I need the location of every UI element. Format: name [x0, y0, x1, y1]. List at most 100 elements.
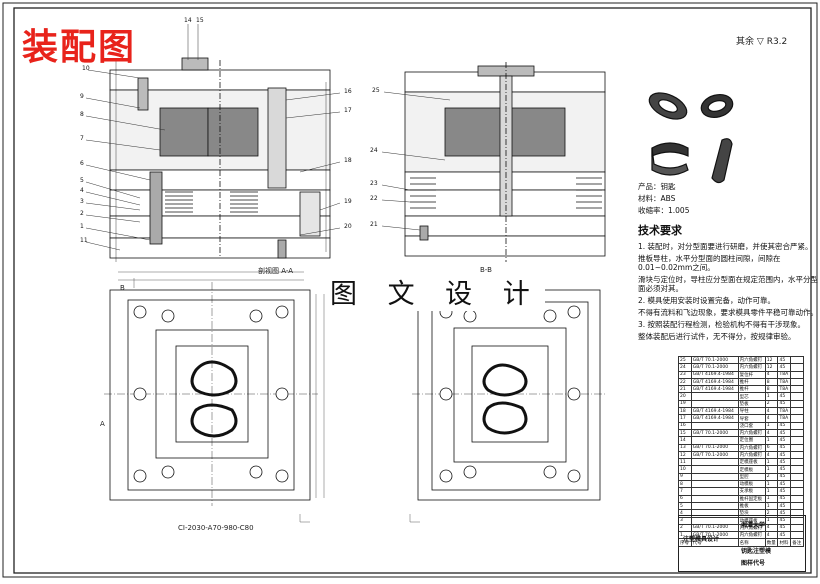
bom-cell: 内六角螺钉 — [737, 450, 766, 460]
bom-cell — [790, 355, 804, 365]
bolt-hole — [133, 387, 147, 401]
bom-cell — [690, 421, 739, 430]
bom-cell: 8 — [678, 480, 692, 489]
requirement-item: 整体装配后进行试件，无不得分，按规律审验。 — [638, 332, 796, 341]
bom-cell: 45 — [777, 443, 792, 452]
requirement-item: 1. 装配时，对分型面要进行研磨，并使其密合严紧。 — [638, 242, 813, 251]
bom-cell: GB/T 70.1-2000 — [690, 355, 739, 365]
material-line: 材料：ABS — [638, 194, 676, 203]
part-leader-number: 19 — [344, 198, 352, 205]
bom-cell: 垫板 — [737, 399, 766, 409]
bom-cell: 22 — [678, 377, 692, 387]
bom-cell: 24 — [678, 363, 692, 372]
bom-cell: GB/T 70.1-2000 — [690, 450, 739, 460]
bom-cell: GB/T 4169.4-1984 — [690, 385, 739, 394]
bom-cell: 推板 — [737, 501, 766, 511]
bom-cell: T8A — [777, 385, 792, 394]
bom-cell: 名称 — [737, 538, 766, 547]
bom-cell: 1 — [764, 501, 779, 511]
bom-cell — [790, 407, 804, 416]
bom-cell: 推杆固定板 — [737, 494, 766, 503]
bom-cell: 45 — [777, 494, 792, 503]
bom-cell: 1 — [764, 465, 779, 474]
roughness-value: R3.2 — [766, 37, 788, 47]
bolt-hole — [161, 309, 175, 323]
requirement-item: 滑块与定位时，导柱应分型面在规定范围内，水平分型面必须对其。 — [638, 275, 818, 293]
bom-cell: 7 — [678, 487, 692, 496]
bom-cell: 型腔 — [737, 472, 766, 482]
bom-cell — [790, 385, 804, 394]
bom-cell: 4 — [764, 428, 779, 438]
bom-cell: 动模板 — [737, 480, 766, 489]
bom-cell — [690, 501, 739, 511]
part-leader-number: 15 — [196, 17, 204, 24]
title-block-part-name: 钥匙注塑模 — [741, 548, 772, 555]
bom-cell: 17 — [678, 414, 692, 423]
bom-cell: 45 — [777, 472, 792, 482]
bom-cell: 2 — [764, 472, 779, 482]
bolt-hole — [463, 309, 477, 323]
bom-cell — [790, 436, 804, 445]
requirements-heading: 技术要求 — [638, 224, 682, 237]
requirements-list: 1. 装配时，对分型面要进行研磨，并使其密合严紧。推板导柱，水平分型面的圆柱间隙… — [638, 242, 818, 341]
product-line: 产品：钥匙 — [638, 182, 676, 191]
bom-cell: 12 — [764, 363, 779, 372]
bom-cell: 45 — [777, 501, 792, 511]
part-leader-number: 16 — [344, 88, 352, 95]
bom-cell — [690, 487, 739, 496]
bom-cell: GB/T 4169.4-1984 — [690, 370, 739, 379]
bom-cell: 导柱 — [737, 407, 766, 416]
bolt-hole — [133, 469, 147, 483]
side-view-leaders — [381, 91, 451, 231]
bom-cell: 45 — [777, 421, 792, 430]
part-leader-number: 25 — [372, 87, 380, 94]
title-block-code: 图样代号 — [741, 560, 766, 567]
bom-cell: 4 — [764, 370, 779, 379]
title-block-drawing-name: 注塑模具设计 — [683, 536, 720, 543]
bom-cell — [690, 465, 739, 474]
bolt-hole — [249, 465, 263, 479]
title-block: 湘潭大学 注塑模具设计 钥匙注塑模 图样代号 — [678, 515, 806, 572]
mold-code-caption: CI-2030-A70-980-C80 — [178, 524, 254, 532]
bom-cell: 8 — [764, 377, 779, 387]
bom-cell — [790, 494, 804, 503]
part-leader-number: 4 — [80, 187, 84, 194]
bom-cell: 浇口套 — [737, 421, 766, 430]
bom-cell: 1 — [764, 458, 779, 467]
bom-cell: 备注 — [790, 538, 804, 547]
bom-cell: GB/T 70.1-2000 — [690, 443, 739, 452]
part-leader-number: 6 — [80, 160, 84, 167]
drawing-title: 装配图 — [22, 26, 137, 68]
bom-cell: 45 — [777, 450, 792, 460]
bom-cell: T8A — [777, 377, 792, 387]
bom-cell: 导套 — [737, 414, 766, 423]
bom-cell — [690, 494, 739, 503]
bom-cell: 1 — [764, 421, 779, 430]
bom-cell: 10 — [678, 465, 692, 474]
bom-cell: 12 — [764, 355, 779, 365]
inner-border — [13, 7, 812, 574]
bom-cell: 内六角螺钉 — [737, 363, 766, 372]
bom-cell: 1 — [764, 392, 779, 401]
bom-cell — [790, 428, 804, 438]
section-aa-caption: 剖视图 A-A — [258, 267, 294, 275]
bom-cell: 25 — [678, 355, 692, 365]
part-leader-number: 10 — [82, 65, 90, 72]
bom-cell: 5 — [678, 501, 692, 511]
bolt-hole — [543, 309, 557, 323]
bom-cell: 内六角螺钉 — [737, 355, 766, 365]
bolt-hole — [439, 387, 453, 401]
side-section-view — [404, 62, 606, 262]
bolt-hole — [567, 387, 581, 401]
bolt-hole — [161, 465, 175, 479]
bom-cell: 内六角螺钉 — [737, 443, 766, 452]
